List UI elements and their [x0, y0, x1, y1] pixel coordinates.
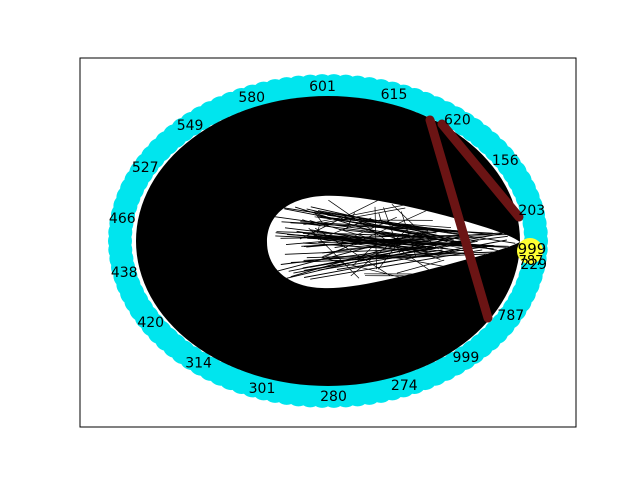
- graph-edge: [316, 226, 320, 234]
- node-label: 420: [137, 315, 164, 331]
- node-label: 549: [177, 118, 204, 134]
- node-ring: [108, 74, 548, 408]
- graph-edge: [396, 259, 445, 274]
- graph-edge: [374, 206, 377, 270]
- node-label: 999: [453, 350, 480, 366]
- graph-edge: [309, 233, 503, 268]
- inner-edge-lines: [273, 199, 516, 280]
- node-label: 301: [249, 381, 276, 397]
- graph-edge: [378, 234, 405, 270]
- graph-edge: [308, 227, 360, 279]
- node-label: 466: [109, 211, 136, 227]
- node-label: 580: [238, 90, 265, 106]
- graph-edge: [302, 232, 473, 253]
- node-labels: 1562032297879992742803013144204384665275…: [109, 79, 547, 405]
- graph-edge: [304, 239, 507, 278]
- graph-edge: [300, 221, 459, 232]
- node-label: 314: [185, 355, 212, 371]
- graph-edge: [293, 239, 479, 274]
- graph-edge: [341, 216, 397, 243]
- graph-edge: [352, 241, 379, 266]
- node-label: 203: [518, 203, 545, 219]
- node-label: 156: [492, 153, 519, 169]
- graph-edge: [342, 219, 452, 228]
- graph-edge: [309, 220, 385, 243]
- node-label: 620: [444, 113, 471, 129]
- graph-edge: [400, 211, 417, 257]
- node-label: 274: [391, 378, 418, 394]
- highlight-edge: [437, 119, 524, 222]
- graph-edge: [391, 203, 439, 250]
- graph-edge: [328, 199, 444, 280]
- highlight-edge: [425, 115, 493, 323]
- node-label: 438: [111, 265, 138, 281]
- highlighted-node-label: 999: [518, 240, 547, 258]
- graph-edge: [434, 249, 457, 257]
- graph-edge: [378, 212, 383, 225]
- graph-edge: [314, 207, 406, 225]
- graph-edge: [330, 217, 454, 241]
- graph-edge: [275, 232, 466, 255]
- graph-edge: [303, 204, 405, 226]
- node-label: 615: [381, 87, 408, 103]
- node-label: 527: [132, 160, 159, 176]
- graph-edge: [284, 247, 443, 255]
- node-label: 229: [520, 257, 547, 273]
- node-label: 601: [309, 79, 336, 95]
- graph-edge: [389, 241, 441, 260]
- graph-edge: [299, 199, 379, 240]
- highlighted-node: [517, 238, 543, 264]
- graph-edge: [310, 249, 483, 280]
- node-label: 787: [497, 308, 524, 324]
- graph-edge: [383, 207, 401, 254]
- graph-edge: [303, 232, 509, 247]
- graph-edge: [302, 219, 321, 227]
- graph-edge: [318, 217, 372, 241]
- highlighted-node-label: 787: [519, 254, 544, 269]
- graph-edge: [322, 246, 348, 258]
- graph-edge: [313, 211, 326, 227]
- node-label: 280: [320, 389, 347, 405]
- graph-edge: [339, 239, 425, 251]
- graph-edge: [350, 229, 408, 277]
- graph-edge: [334, 255, 433, 259]
